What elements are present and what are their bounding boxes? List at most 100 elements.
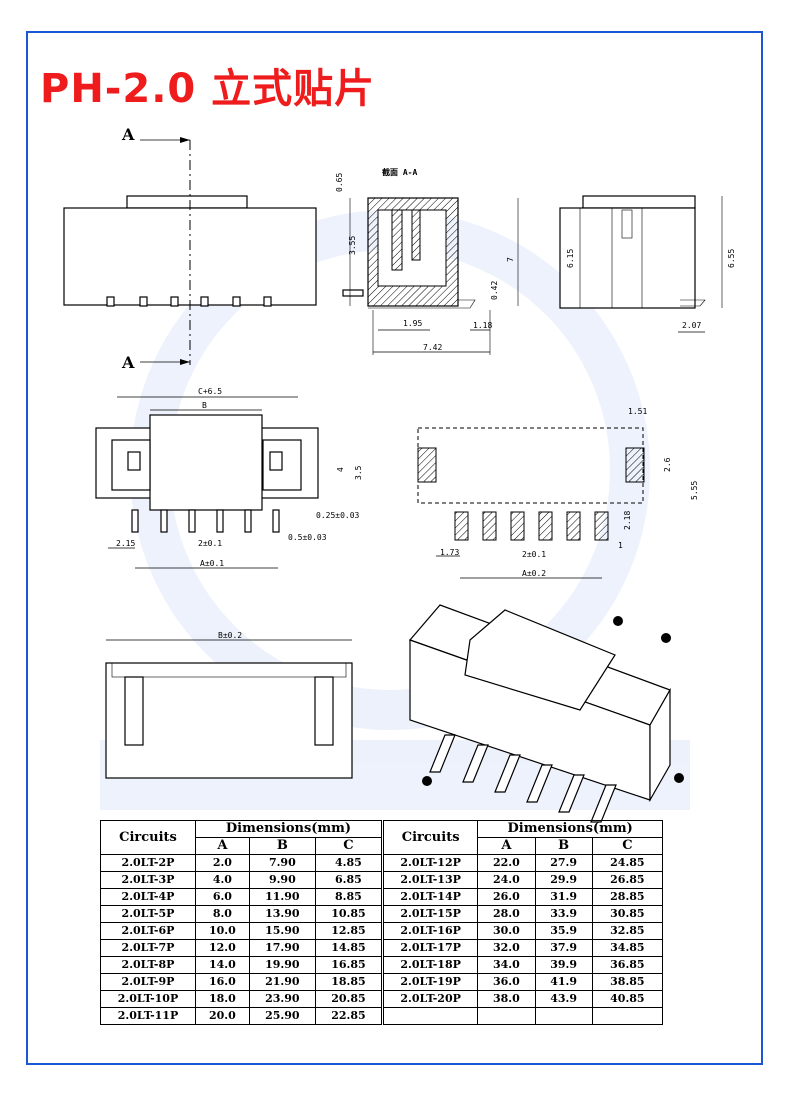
svg-text:C+6.5: C+6.5 (198, 387, 222, 396)
dimension-cell: 9.90 (248, 871, 316, 889)
dimension-cell: 22.85 (314, 1007, 383, 1025)
section-title: 截面 A-A (382, 167, 417, 177)
svg-text:B: B (202, 401, 207, 410)
circuit-cell: 2.0LT-14P (382, 888, 479, 906)
svg-text:3.55: 3.55 (348, 236, 357, 255)
svg-text:0.42: 0.42 (490, 281, 499, 300)
side-view: 6.15 6.55 2.07 (559, 195, 736, 333)
dimension-cell: 10.0 (194, 922, 250, 940)
svg-text:1: 1 (618, 541, 623, 550)
top-view: C+6.5 B 4 3.5 0.25±0.03 2.15 2±0.1 0.5±0… (95, 387, 363, 569)
dimension-cell: 15.90 (248, 922, 316, 940)
page-frame (26, 31, 763, 1065)
dimension-cell: 38.0 (477, 990, 536, 1008)
dimension-cell: 18.0 (194, 990, 250, 1008)
dimension-cell: 12.85 (314, 922, 383, 940)
dimension-cell: 39.9 (534, 956, 593, 974)
dimension-cell: 22.0 (477, 854, 536, 872)
dimension-cell: 6.0 (194, 888, 250, 906)
dimension-cell: 8.0 (194, 905, 250, 923)
dimension-cell: 11.90 (248, 888, 316, 906)
svg-text:3.5: 3.5 (354, 465, 363, 480)
svg-text:A±0.1: A±0.1 (200, 559, 224, 568)
svg-text:2.07: 2.07 (682, 321, 701, 330)
section-marker-top: A (121, 125, 135, 144)
rear-view: B±0.2 (105, 631, 353, 779)
dimension-cell: 24.85 (591, 854, 664, 872)
circuit-cell: 2.0LT-13P (382, 871, 479, 889)
svg-text:5.55: 5.55 (690, 481, 699, 500)
svg-text:6.55: 6.55 (727, 249, 736, 268)
circuit-cell: 2.0LT-10P (100, 990, 196, 1008)
dimension-cell: 21.90 (248, 973, 316, 991)
circuit-cell: 2.0LT-6P (100, 922, 196, 940)
top-view-dimension-labels: C+6.5 B 4 3.5 0.25±0.03 2.15 2±0.1 0.5±0… (116, 387, 363, 568)
col-a-header: A (194, 837, 250, 855)
circuit-cell: 2.0LT-12P (382, 854, 479, 872)
table-row (382, 1007, 664, 1025)
footprint-dimension-labels: 1.51 2.6 5.55 2.18 1.73 2±0.1 1 A±0.2 (440, 407, 699, 578)
dimension-cell: 6.85 (314, 871, 383, 889)
page-title: PH-2.0 立式贴片 (40, 66, 376, 112)
dimension-cell: 25.90 (248, 1007, 316, 1025)
circuits-header: Circuits (100, 820, 196, 855)
circuit-cell: 2.0LT-8P (100, 956, 196, 974)
dimension-cell: 17.90 (248, 939, 316, 957)
circuit-cell: 2.0LT-2P (100, 854, 196, 872)
dimension-cell: 30.0 (477, 922, 536, 940)
dimension-cell: 28.85 (591, 888, 664, 906)
svg-text:2.6: 2.6 (663, 457, 672, 472)
dimension-cell: 27.9 (534, 854, 593, 872)
dimension-cell: 26.0 (477, 888, 536, 906)
svg-text:7: 7 (506, 257, 515, 262)
dimension-cell: 33.9 (534, 905, 593, 923)
callout-marker-2 (661, 633, 671, 643)
dimension-cell: 13.90 (248, 905, 316, 923)
col-b-header: B (248, 837, 316, 855)
dimension-cell: 41.9 (534, 973, 593, 991)
dimension-cell: 7.90 (248, 854, 316, 872)
dimension-cell (534, 1007, 593, 1025)
pin-row (106, 296, 272, 307)
col-a-header: A (477, 837, 536, 855)
circuit-cell: 2.0LT-3P (100, 871, 196, 889)
circuit-cell: 2.0LT-18P (382, 956, 479, 974)
dimension-cell (477, 1007, 536, 1025)
dimensions-header: Dimensions(mm) (477, 820, 663, 838)
circuit-cell: 2.0LT-5P (100, 905, 196, 923)
isometric-pins (429, 734, 617, 823)
dimension-cell: 4.85 (314, 854, 383, 872)
svg-text:1.51: 1.51 (628, 407, 647, 416)
col-c-header: C (314, 837, 383, 855)
circuit-cell (382, 1007, 479, 1025)
dimension-cell: 28.0 (477, 905, 536, 923)
circuit-cell: 2.0LT-9P (100, 973, 196, 991)
dimension-cell: 32.0 (477, 939, 536, 957)
dimension-cell: 34.85 (591, 939, 664, 957)
dimension-cell: 26.85 (591, 871, 664, 889)
dimension-cell: 43.9 (534, 990, 593, 1008)
svg-text:1.95: 1.95 (403, 319, 422, 328)
dimension-cell: 20.85 (314, 990, 383, 1008)
svg-text:0.65: 0.65 (335, 173, 344, 192)
dimension-cell: 14.0 (194, 956, 250, 974)
pcb-footprint-view: 1.51 2.6 5.55 2.18 1.73 2±0.1 1 A±0.2 (417, 407, 699, 579)
section-marker-bottom: A (121, 353, 135, 372)
svg-text:2±0.1: 2±0.1 (522, 550, 546, 559)
col-c-header: C (591, 837, 664, 855)
section-aa-view: 截面 A-A 0.65 3.55 7 0.42 1.95 1.18 7.42 (335, 167, 519, 355)
circuit-cell: 2.0LT-19P (382, 973, 479, 991)
circuit-cell: 2.0LT-17P (382, 939, 479, 957)
